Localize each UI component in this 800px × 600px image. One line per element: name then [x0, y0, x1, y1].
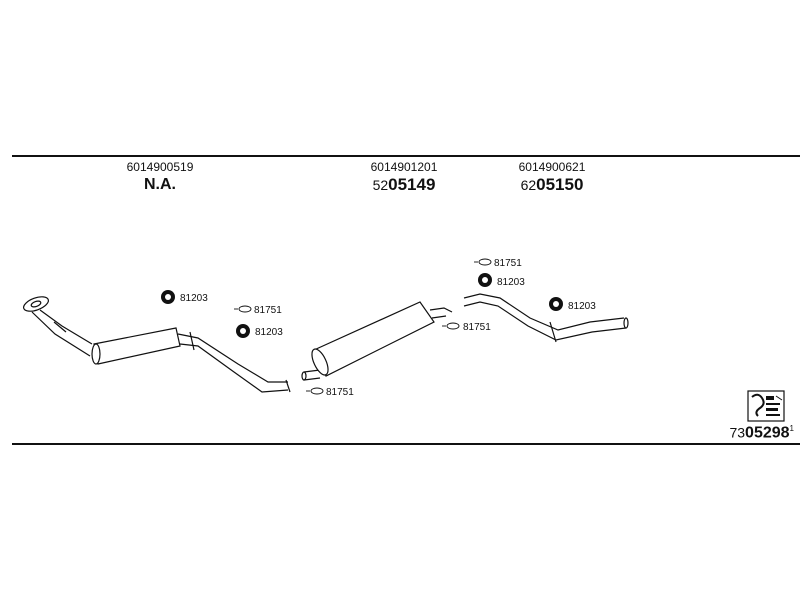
middle-muffler — [313, 301, 435, 377]
flange-front — [23, 296, 49, 312]
hanger-label-a: 81751 — [254, 305, 282, 316]
middle-pipe-in-end — [301, 371, 307, 381]
hanger-icon-d — [306, 387, 324, 395]
part-availability-front: N.A. — [144, 176, 176, 193]
rear-pipe-upper — [463, 293, 625, 331]
part-number-front: 6014900519 — [126, 160, 194, 174]
bottom-rule — [12, 443, 800, 445]
hanger-label-c: 81751 — [463, 322, 491, 333]
front-pipe-bracket — [189, 331, 195, 351]
rear-pipe-lower — [463, 301, 627, 341]
clamp-icon-c — [478, 273, 492, 287]
reference-suffix: 1 — [789, 424, 794, 433]
front-pipe-upper — [39, 309, 93, 345]
front-tailpipe-upper — [177, 333, 288, 383]
clamp-label-b: 81203 — [255, 327, 283, 338]
part-code-middle: 5205149 — [373, 175, 436, 195]
middle-pipe-out-lower — [431, 315, 447, 319]
part-code-rear: 6205150 — [521, 175, 584, 195]
hanger-icon-c — [442, 322, 460, 330]
front-pipe-assembly — [23, 296, 291, 393]
clamp-label-d: 81203 — [568, 301, 596, 312]
front-pipe-lower — [31, 311, 91, 357]
hanger-label-b: 81751 — [494, 258, 522, 269]
part-code-middle-prefix: 52 — [372, 177, 389, 193]
rear-pipe-end — [623, 317, 629, 329]
middle-pipe-in-lower — [303, 377, 321, 381]
part-number-rear: 6014900621 — [518, 160, 586, 174]
front-muffler — [93, 327, 181, 365]
front-tailpipe-lower — [179, 343, 289, 393]
reference-main: 05298 — [745, 424, 790, 442]
installation-guide-icon — [747, 390, 785, 422]
part-code-rear-prefix: 62 — [520, 177, 537, 193]
clamp-label-a: 81203 — [180, 293, 208, 304]
rear-pipe-bracket — [549, 321, 557, 343]
top-rule — [12, 155, 800, 157]
front-pipe-joint — [53, 321, 67, 333]
rear-pipe-assembly — [463, 293, 629, 343]
middle-pipe-out — [429, 307, 453, 313]
hanger-icon-b — [474, 258, 492, 266]
hanger-icon-a — [234, 305, 252, 313]
front-muffler-end — [91, 343, 101, 365]
front-pipe-end — [285, 379, 291, 393]
clamp-label-c: 81203 — [497, 277, 525, 288]
part-code-middle-main: 05149 — [388, 175, 436, 194]
clamp-icon-d — [549, 297, 563, 311]
reference-prefix: 73 — [729, 424, 746, 441]
middle-muffler-assembly — [301, 301, 453, 381]
part-number-middle: 6014901201 — [370, 160, 438, 174]
flange-hole — [30, 300, 42, 308]
middle-muffler-end — [311, 348, 329, 376]
clamp-icon-a — [161, 290, 175, 304]
hanger-label-d: 81751 — [326, 387, 354, 398]
clamp-icon-b — [236, 324, 250, 338]
diagram-reference-number: 73052981 — [729, 424, 794, 442]
part-code-rear-main: 05150 — [536, 175, 584, 194]
